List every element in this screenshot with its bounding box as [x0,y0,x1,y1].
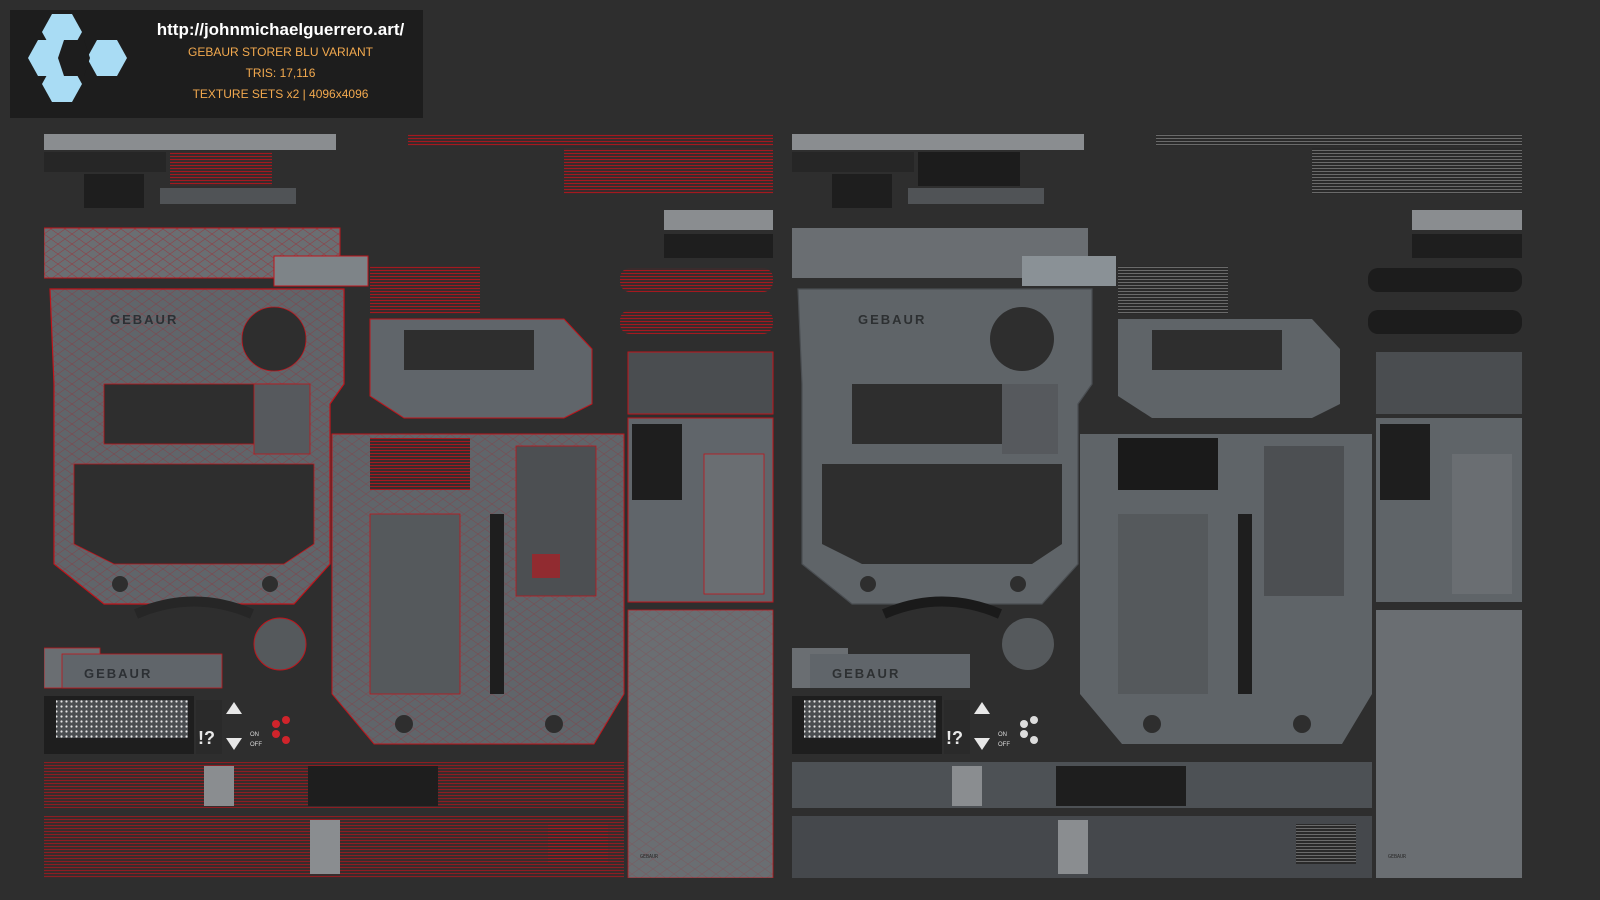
help-symbol: !? [198,728,215,748]
tris-count: TRIS: 17,116 [245,66,316,80]
texture-base-color-sheet: GEBAUR GEBAUR GEBAUR !? ON OFF [792,134,1536,878]
off-label-texture: OFF [998,742,1010,748]
uv-wireframe-canvas: GEBAUR GEBAUR GEBAUR !? [44,134,774,878]
spec-label-left: GEBAUR [640,854,659,860]
on-label: ON [250,732,259,738]
info-banner: http://johnmichaelguerrero.art/ GEBAUR S… [10,10,423,118]
spec-label-right: GEBAUR [1388,854,1407,860]
brand-engraving-top: GEBAUR [110,312,178,327]
brand-engraving-bottom-texture: GEBAUR [832,666,900,681]
hexagon-cluster-logo-icon [28,14,127,102]
brand-engraving-bottom: GEBAUR [84,666,152,681]
model-title: GEBAUR STORER BLU VARIANT [188,45,373,59]
texture-canvas: GEBAUR GEBAUR GEBAUR !? ON OFF [792,134,1522,878]
off-label: OFF [250,742,262,748]
banner-text-block: http://johnmichaelguerrero.art/ GEBAUR S… [138,18,423,105]
uv-wireframe-sheet: GEBAUR GEBAUR GEBAUR !? [44,134,787,878]
texture-sets: TEXTURE SETS x2 | 4096x4096 [192,87,369,101]
on-label-texture: ON [998,732,1007,738]
site-url: http://johnmichaelguerrero.art/ [156,20,405,39]
brand-engraving-top-texture: GEBAUR [858,312,926,327]
help-symbol-texture: !? [946,728,963,748]
